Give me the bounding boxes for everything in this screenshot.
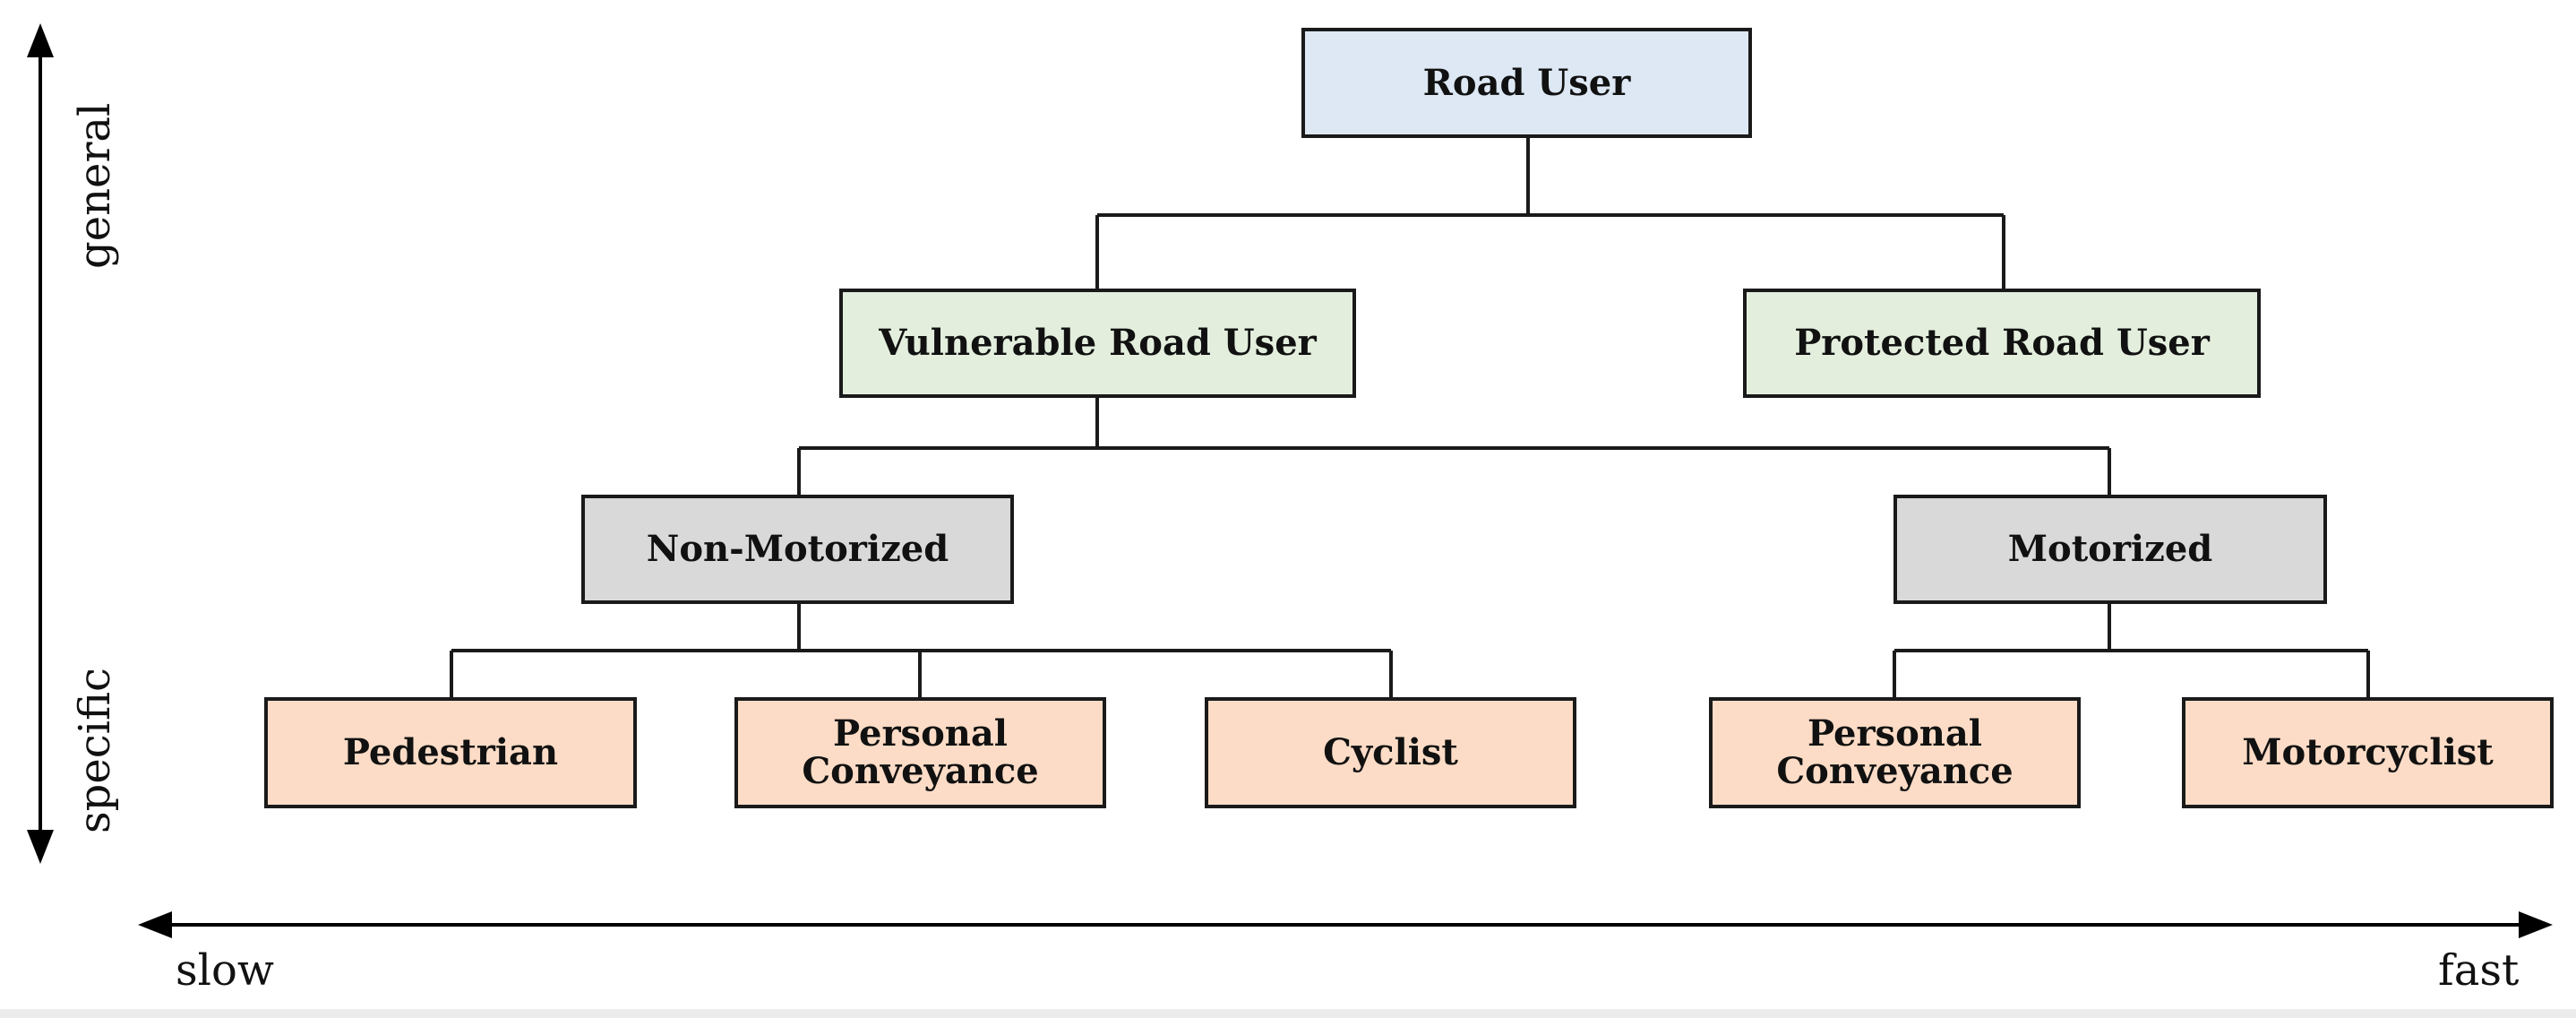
node-non-motorized: Non-Motorized (581, 495, 1014, 604)
node-protected-road-user: Protected Road User (1743, 289, 2261, 398)
bottom-border-band (0, 1009, 2576, 1018)
node-vulnerable-road-user-label: Vulnerable Road User (879, 322, 1317, 364)
node-motorcyclist-label: Motorcyclist (2242, 731, 2494, 773)
axis-label-specific: specific (70, 668, 120, 833)
node-protected-road-user-label: Protected Road User (1794, 322, 2210, 364)
node-cyclist: Cyclist (1205, 697, 1576, 808)
node-personal-conveyance-2: Personal Conveyance (1709, 697, 2081, 808)
horizontal-axis-arrow-right (2519, 911, 2553, 938)
node-motorcyclist: Motorcyclist (2182, 697, 2554, 808)
axis-label-general: general (70, 102, 120, 269)
axis-label-fast: fast (2438, 945, 2520, 996)
node-non-motorized-label: Non-Motorized (646, 528, 949, 570)
node-pedestrian-label: Pedestrian (342, 731, 559, 773)
node-personal-conveyance-2-line1: Personal (1807, 712, 1982, 755)
node-personal-conveyance-1-line2: Conveyance (802, 750, 1039, 792)
node-motorized-label: Motorized (2007, 528, 2213, 570)
vertical-axis-arrow-up (27, 23, 54, 57)
node-vulnerable-road-user: Vulnerable Road User (839, 289, 1356, 398)
axis-label-slow: slow (176, 945, 274, 996)
node-pedestrian: Pedestrian (264, 697, 637, 808)
node-personal-conveyance-1: Personal Conveyance (734, 697, 1106, 808)
node-personal-conveyance-1-line1: Personal (833, 712, 1008, 755)
node-cyclist-label: Cyclist (1323, 731, 1458, 773)
horizontal-axis-arrow-left (138, 911, 172, 938)
node-road-user-label: Road User (1422, 61, 1631, 104)
node-road-user: Road User (1301, 28, 1752, 138)
node-personal-conveyance-2-line2: Conveyance (1776, 750, 2014, 792)
node-motorized: Motorized (1893, 495, 2327, 604)
vertical-axis-arrow-down (27, 830, 54, 864)
